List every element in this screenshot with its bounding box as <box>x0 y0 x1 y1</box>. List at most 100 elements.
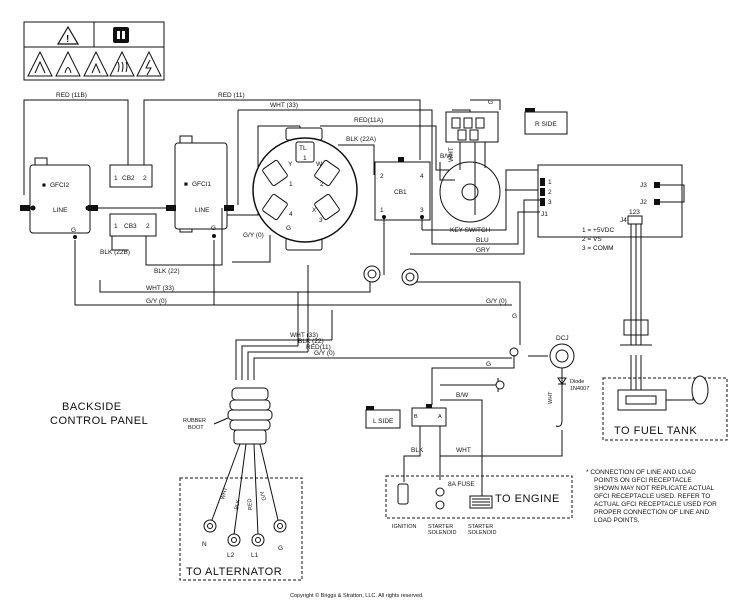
eng-b-label: B <box>414 414 418 420</box>
gfci1-line-label: LINE <box>195 207 210 214</box>
dcj-label: DCJ <box>556 335 569 342</box>
engine-wiring: G L SIDE B A B/W BLK WHT 8A FUSE TO ENGI… <box>365 355 573 536</box>
wire-label-bw-eng: B/W <box>456 392 469 399</box>
wire-label-wht-33-top: WHT (33) <box>270 102 298 109</box>
wht-dcj-label: WHT <box>548 391 554 404</box>
bundle-blk-label: BLK (22) <box>298 338 324 345</box>
alt-wht-label: WHT <box>220 486 229 500</box>
cb2-label: CB2 <box>122 175 135 182</box>
svg-text:■: ■ <box>184 181 188 188</box>
alt-blk-label: BLK <box>234 499 242 511</box>
circuit-breaker-cb2: 1 CB2 2 <box>109 164 153 188</box>
bundle-red-label: RED(11) <box>306 344 331 351</box>
alt-gy-label: G/Y <box>260 490 268 501</box>
gfci1-label: GFCI1 <box>192 181 212 188</box>
dcj-receptacle: DCJ Diode 1N4007 WHT <box>528 335 589 427</box>
wire-label-g-top: G <box>488 99 493 106</box>
j1-label: J1 <box>541 211 548 218</box>
svg-text:1: 1 <box>548 179 552 186</box>
controller-module: 1 2 3 J1 J3 J2 J4 123 1 = +5VDC 2 = VS 3… <box>537 164 685 252</box>
wire-label-g-right: G <box>512 313 517 320</box>
l-side-label: L SIDE <box>373 418 394 425</box>
j3-label: J3 <box>640 182 647 189</box>
svg-text:SHOWN MAY NOT REPLICATE ACTUAL: SHOWN MAY NOT REPLICATE ACTUAL <box>594 485 715 492</box>
gfci2-label: GFCI2 <box>50 182 70 189</box>
gfci2-ground-label: G <box>71 227 76 234</box>
svg-text:ACTUAL GFCI RECEPTACLE USED FO: ACTUAL GFCI RECEPTACLE USED FOR <box>594 501 717 508</box>
gfci1-ground-label: G <box>211 225 216 232</box>
svg-text:1: 1 <box>289 181 293 188</box>
svg-text:1: 1 <box>303 155 307 162</box>
gfci1-receptacle: ■ GFCI1 LINE G <box>166 135 234 238</box>
svg-text:4: 4 <box>420 173 424 180</box>
starter-solenoid-1b: SOLENOID <box>428 530 456 536</box>
legend-pin3: 3 = COMM <box>582 245 614 252</box>
svg-text:3: 3 <box>548 199 552 206</box>
electric-shock-icon <box>136 50 162 77</box>
svg-text:1: 1 <box>114 223 118 230</box>
svg-text:1: 1 <box>114 175 118 182</box>
backside-label-1: BACKSIDE <box>62 401 122 413</box>
ignition-label: IGNITION <box>392 524 416 530</box>
wire-label-blu: BLU <box>476 237 489 244</box>
receptacle-y-label: Y <box>288 161 293 168</box>
alt-red-label: RED <box>247 498 254 510</box>
alt-g-label: G <box>278 545 283 552</box>
svg-text:3: 3 <box>319 217 323 224</box>
legend-pin1: 1 = +5VDC <box>582 227 614 234</box>
wire-label-red-11a: RED(11A) <box>354 117 383 124</box>
svg-text:3: 3 <box>420 207 424 214</box>
wire-label-bw-key: B/W <box>440 153 453 160</box>
cb1-label: CB1 <box>394 189 407 196</box>
wire-label-blk-22: BLK (22) <box>154 268 180 275</box>
r-side-label: R SIDE <box>535 121 557 128</box>
warning-label: ! <box>23 21 165 81</box>
starter-solenoid-2b: SOLENOID <box>468 530 496 536</box>
svg-text:POINTS ON GFCI RECEPTACLE: POINTS ON GFCI RECEPTACLE <box>594 477 692 484</box>
svg-text:PROPER CONNECTION OF LINE AND: PROPER CONNECTION OF LINE AND <box>594 509 710 516</box>
alternator-harness: WHT (33) BLK (22) RED(11) G/Y (0) RUBBER… <box>179 265 512 581</box>
wire-label-wht-eng: WHT <box>456 447 471 454</box>
to-alternator-label: TO ALTERNATOR <box>186 566 282 578</box>
backside-label-2: CONTROL PANEL <box>50 415 148 427</box>
receptacle-g-label: G <box>286 225 291 232</box>
wire-label-gy-0-right: G/Y (0) <box>486 298 507 305</box>
wire-label-gy-0-mid: G/Y (0) <box>146 298 167 305</box>
wire-label-blk-eng: BLK <box>411 447 424 454</box>
starter-solenoid-1a: STARTER <box>428 524 453 530</box>
j4-pins-label: 123 <box>629 209 640 216</box>
gfci2-receptacle: ■ GFCI2 LINE G <box>20 157 98 239</box>
circuit-breaker-cb1: 2 4 CB1 1 3 <box>374 157 431 275</box>
diode-label: Diode <box>570 379 584 385</box>
gfci-note: * CONNECTION OF LINE AND LOAD POINTS ON … <box>586 469 717 524</box>
svg-text:2: 2 <box>380 173 384 180</box>
j2-label: J2 <box>640 199 647 206</box>
wire-label-gy-0-left: G/Y (0) <box>243 232 264 239</box>
key-switch: KEY SWITCH WHT B/W <box>422 111 540 234</box>
svg-text:4: 4 <box>289 211 293 218</box>
circuit-breaker-cb3: 1 CB3 2 <box>109 213 157 237</box>
manual-book-icon <box>113 27 129 43</box>
bundle-wht-label: WHT (33) <box>290 332 318 339</box>
svg-text:1: 1 <box>380 207 384 214</box>
starter-solenoid-2a: STARTER <box>468 524 493 530</box>
j4-label: J4 <box>620 217 627 224</box>
alt-n-label: N <box>202 541 207 548</box>
wire-label-red-11b: RED (11B) <box>56 92 87 99</box>
eng-a-label: A <box>438 414 442 420</box>
warning-triangle-icon <box>56 25 80 45</box>
r-side-marker: R SIDE <box>524 108 568 135</box>
to-engine-label: TO ENGINE <box>495 493 560 505</box>
key-wht-label: WHT <box>448 147 455 162</box>
wire-label-g-mid: G <box>486 361 491 368</box>
svg-text:2: 2 <box>320 181 324 188</box>
svg-text:LOAD POINTS.: LOAD POINTS. <box>594 517 640 524</box>
svg-text:GFCI RECEPTACLE USED. REFER TO: GFCI RECEPTACLE USED. REFER TO <box>594 493 710 500</box>
legend-pin2: 2 = VS <box>582 236 602 243</box>
alt-l1-label: L1 <box>251 552 259 559</box>
svg-text:2: 2 <box>143 175 147 182</box>
svg-text:2: 2 <box>548 189 552 196</box>
twist-lock-receptacle: TL 1 Y 1 W 2 4 G X 3 <box>252 127 358 251</box>
fuse-label: 8A FUSE <box>448 481 475 488</box>
